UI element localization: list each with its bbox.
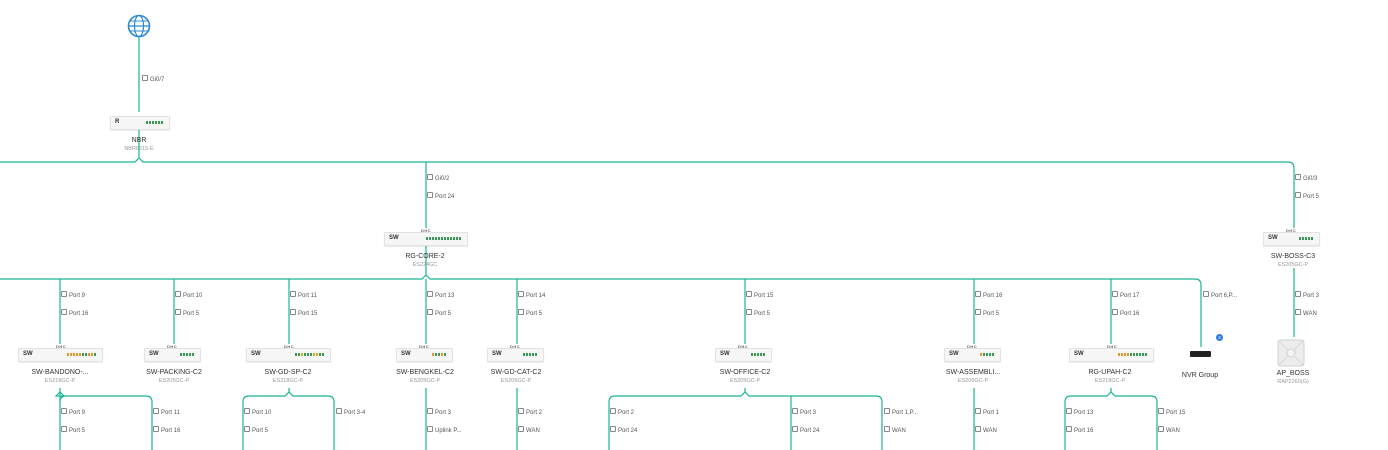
bandono-child2-a: Port 11 xyxy=(153,408,180,417)
link-upah-children xyxy=(1064,391,1158,403)
core2-gi-label: Gi0/2 xyxy=(427,174,449,183)
link-core-bus xyxy=(0,274,1202,347)
core-info: RG-CORE-2 ES224GC xyxy=(375,252,475,269)
router-info: NBR NBR6215-E xyxy=(99,136,179,153)
switch-packing-info: SW-PACKING-C2 ES205GC-P xyxy=(146,369,202,384)
office-child1-b: Port 24 xyxy=(610,426,637,435)
gdcat-child1-b: WAN xyxy=(518,426,540,435)
switch-assembli-info: SW-ASSEMBLI... ES205GC-P xyxy=(945,369,1001,384)
link-bandono-children xyxy=(54,391,153,403)
assembli-child1-a: Port 1 xyxy=(975,408,999,417)
sw6-uplink-b: Port 5 xyxy=(746,309,770,318)
bandono-child1-b: Port 5 xyxy=(61,426,85,435)
globe-icon[interactable] xyxy=(127,14,151,38)
gdsp-child1-a: Port 10 xyxy=(244,408,271,417)
core-switch-device[interactable]: DHC SW xyxy=(384,228,468,246)
sw5-uplink-a: Port 14 xyxy=(518,291,545,300)
gdsp-child2-a: Port 3-4 xyxy=(336,408,365,417)
router-model: NBR6215-E xyxy=(124,146,154,152)
switch-bandono-device[interactable]: DHC SW xyxy=(18,344,103,362)
sw4-uplink-a: Port 13 xyxy=(427,291,454,300)
boss-model: ES205GC-P xyxy=(1277,262,1309,268)
core-name: RG-CORE-2 xyxy=(405,253,445,260)
switch-gdsp-info: SW-GD-SP-C2 ES218GC-P xyxy=(264,369,312,384)
gi07-label: Gi0/7 xyxy=(142,75,164,84)
sw1-uplink-b: Port 16 xyxy=(61,309,88,318)
switch-office-info: SW-OFFICE-C2 ES205GC-P xyxy=(719,369,771,384)
boss-gi-label: Gi0/3 xyxy=(1295,174,1317,183)
sw1-uplink-a: Port 9 xyxy=(61,291,85,300)
upah-child2-a: Port 15 xyxy=(1158,408,1185,417)
core2-port-label: Port 24 xyxy=(427,192,454,201)
ap-uplink-b: WAN xyxy=(1295,309,1317,318)
office-child2-a: Port 3 xyxy=(792,408,816,417)
gdsp-child1-b: Port 5 xyxy=(244,426,268,435)
sw2-uplink-a: Port 10 xyxy=(175,291,202,300)
switch-bengkel-device[interactable]: DHC SW xyxy=(396,344,453,362)
link-gdsp-children xyxy=(242,391,335,403)
link-office-children xyxy=(608,391,883,403)
gdcat-child1-a: Port 2 xyxy=(518,408,542,417)
nvr-count-badge: 2 xyxy=(1216,334,1223,341)
router-tag: R xyxy=(115,119,120,125)
sw3-uplink-a: Port 11 xyxy=(290,291,317,300)
router-device[interactable]: R xyxy=(110,116,170,130)
boss-tag: SW xyxy=(1268,235,1278,241)
office-child3-b: WAN xyxy=(884,426,906,435)
switch-office-device[interactable]: DHC SW xyxy=(715,344,772,362)
sw7-uplink-a: Port 16 xyxy=(975,291,1002,300)
core-tag: SW xyxy=(389,235,399,241)
assembli-child1-b: WAN xyxy=(975,426,997,435)
link-router-bus xyxy=(0,157,1295,228)
sw4-uplink-b: Port 5 xyxy=(427,309,451,318)
office-child2-b: Port 24 xyxy=(792,426,819,435)
bengkel-child1-a: Port 3 xyxy=(427,408,451,417)
bandono-child1-a: Port 9 xyxy=(61,408,85,417)
sw8-uplink-b: Port 16 xyxy=(1112,309,1139,318)
switch-gdsp-device[interactable]: DHC SW xyxy=(246,344,331,362)
sw6-uplink-a: Port 15 xyxy=(746,291,773,300)
boss-switch-device[interactable]: DHC SW xyxy=(1263,228,1320,246)
upah-child1-b: Port 16 xyxy=(1066,426,1093,435)
switch-packing-device[interactable]: DHC SW xyxy=(144,344,201,362)
switch-gdcat-info: SW-GD-CAT-C2 ES205GC-P xyxy=(490,369,542,384)
nvr-icon[interactable] xyxy=(1190,351,1211,357)
sw8-uplink-a: Port 17 xyxy=(1112,291,1139,300)
bengkel-child1-b: Uplink P... xyxy=(427,426,462,435)
access-point-icon[interactable] xyxy=(1277,339,1305,367)
bandono-child2-b: Port 16 xyxy=(153,426,180,435)
sw7-uplink-b: Port 5 xyxy=(975,309,999,318)
ap-uplink-a: Port 3 xyxy=(1295,291,1319,300)
ap-info: AP_BOSS RAP2260(G) xyxy=(1253,369,1333,386)
switch-upah-device[interactable]: DHC SW xyxy=(1069,344,1154,362)
upah-child1-a: Port 13 xyxy=(1066,408,1093,417)
boss-name: SW-BOSS-C3 xyxy=(1270,253,1316,260)
core-model: ES224GC xyxy=(412,262,438,268)
switch-upah-info: RG-UPAH-C2 ES218GC-P xyxy=(1088,369,1132,384)
sw3-uplink-b: Port 15 xyxy=(290,309,317,318)
sw5-uplink-b: Port 5 xyxy=(518,309,542,318)
ap-model: RAP2260(G) xyxy=(1277,379,1309,385)
boss-port-label: Port 5 xyxy=(1295,192,1319,201)
nvr-name: NVR Group xyxy=(1181,372,1219,379)
sw2-uplink-b: Port 5 xyxy=(175,309,199,318)
boss-info: SW-BOSS-C3 ES205GC-P xyxy=(1243,252,1343,269)
router-name: NBR xyxy=(131,137,147,144)
switch-bandono-info: SW-BANDONO-... ES218GC-P xyxy=(31,369,89,384)
office-child1-a: Port 2 xyxy=(610,408,634,417)
nvr-info: NVR Group xyxy=(1160,371,1240,380)
switch-assembli-device[interactable]: DHC SW xyxy=(944,344,1001,362)
ap-name: AP_BOSS xyxy=(1276,370,1310,377)
switch-gdcat-device[interactable]: DHC SW xyxy=(487,344,544,362)
upah-child2-b: WAN xyxy=(1158,426,1180,435)
nvr-port-label: Port 6,P... xyxy=(1203,291,1237,300)
switch-bengkel-info: SW-BENGKEL-C2 ES205GC-P xyxy=(396,369,454,384)
office-child3-a: Port 1,P... xyxy=(884,408,918,417)
